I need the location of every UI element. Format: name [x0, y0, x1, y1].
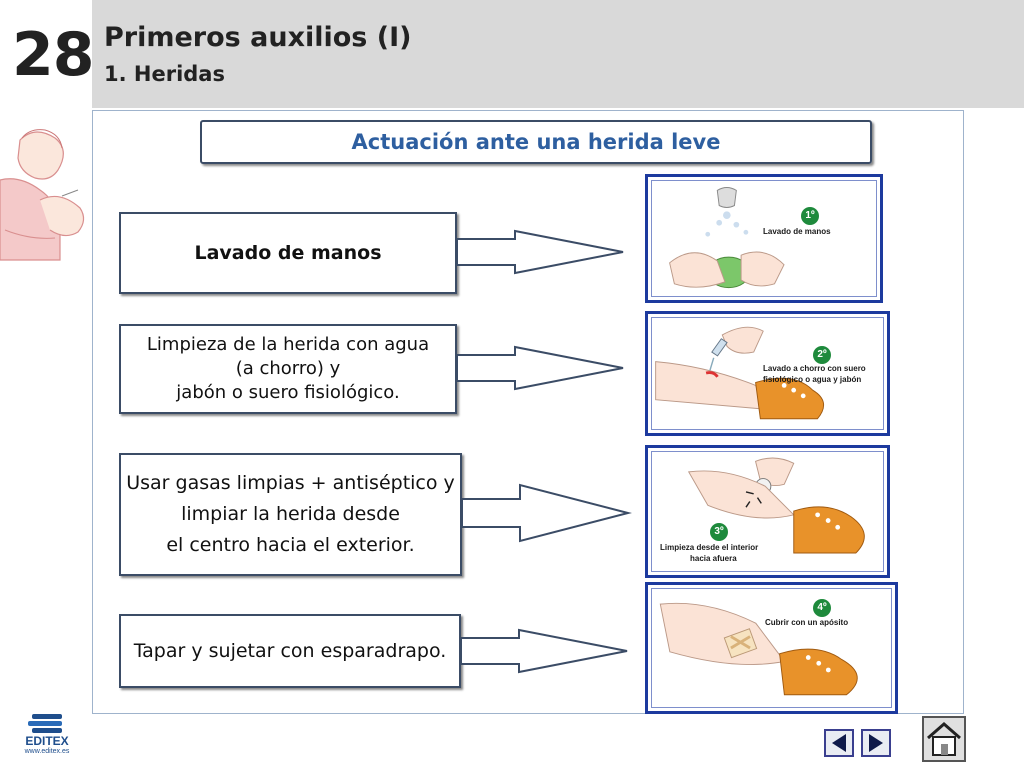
arrow-right-icon: [456, 345, 624, 391]
wound-cleaning-icon: [687, 457, 865, 554]
page-subtitle: 1. Heridas: [104, 62, 225, 86]
page-title: Primeros auxilios (I): [104, 22, 412, 53]
step-badge-2: 2º: [813, 346, 831, 364]
previous-icon[interactable]: [824, 729, 854, 757]
step-box-2: Limpieza de la herida con agua (a chorro…: [119, 324, 457, 414]
arrow-right-icon: [460, 628, 628, 674]
step-image-2: 2º Lavado a chorro con suero fisiológico…: [645, 311, 890, 436]
arrow-right-icon: [461, 483, 632, 543]
chapter-number: 28: [12, 20, 94, 90]
step-badge-4: 4º: [813, 599, 831, 617]
step-caption-1: Lavado de manos: [763, 227, 831, 236]
editex-logo: EDITEX www.editex.es: [14, 712, 80, 762]
step-2-line-2: (a chorro) y: [235, 358, 341, 379]
step-4-text: Tapar y sujetar con esparadrapo.: [133, 640, 447, 662]
wound-rinse-icon: [655, 326, 824, 420]
home-icon[interactable]: [922, 716, 966, 762]
step-1-text: Lavado de manos: [194, 242, 382, 264]
step-image-4: 4º Cubrir con un apósito: [645, 582, 898, 714]
arrow-right-icon: [456, 229, 624, 275]
header-bar: [92, 0, 1024, 108]
step-box-1: Lavado de manos: [119, 212, 457, 294]
logo-name: EDITEX: [25, 734, 69, 748]
step-image-1: 1º Lavado de manos: [645, 174, 883, 303]
step-badge-1: 1º: [801, 207, 819, 225]
step-caption-4: Cubrir con un apósito: [765, 618, 849, 627]
step-caption-3b: hacia afuera: [690, 554, 737, 563]
main-heading: Actuación ante una herida leve: [200, 120, 872, 164]
step-3-line-3: el centro hacia el exterior.: [166, 534, 415, 556]
step-caption-2b: fisiológico o agua y jabón: [763, 375, 862, 384]
logo-url: www.editex.es: [24, 748, 70, 755]
step-3-line-2: limpiar la herida desde: [181, 503, 400, 525]
bandage-icon: [659, 602, 858, 696]
hand-washing-icon: [669, 187, 785, 289]
step-caption-3a: Limpieza desde el interior: [660, 543, 759, 552]
step-3-line-1: Usar gasas limpias + antiséptico y: [126, 472, 455, 494]
editex-logo-icon: [28, 714, 62, 733]
step-badge-3: 3º: [710, 523, 728, 541]
step-box-4: Tapar y sujetar con esparadrapo.: [119, 614, 461, 688]
next-icon[interactable]: [861, 729, 891, 757]
step-2-line-1: Limpieza de la herida con agua: [146, 334, 430, 355]
step-box-3: Usar gasas limpias + antiséptico y limpi…: [119, 453, 462, 576]
first-aid-illustration: [0, 129, 85, 261]
step-image-3: 3º Limpieza desde el interior hacia afue…: [645, 445, 890, 578]
step-caption-2a: Lavado a chorro con suero: [763, 364, 866, 373]
step-2-line-3: jabón o suero fisiológico.: [176, 382, 400, 403]
